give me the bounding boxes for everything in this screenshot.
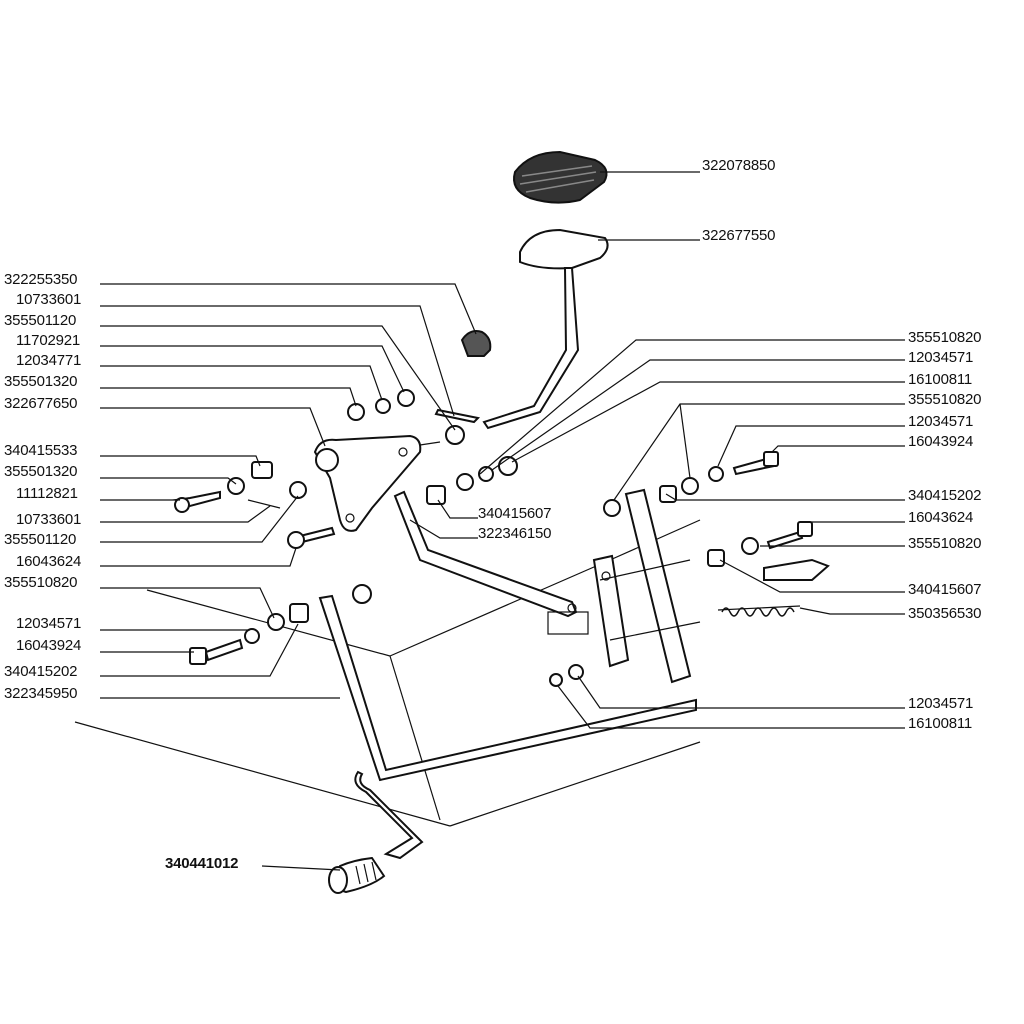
callout-322346150: 322346150 — [478, 525, 551, 542]
callout-322677550: 322677550 — [702, 227, 775, 244]
callout-355501320-b: 355501320 — [4, 463, 77, 480]
callout-355501120-a: 355501120 — [4, 312, 76, 329]
callout-11702921: 11702921 — [16, 332, 80, 349]
callout-12034571-a: 12034571 — [16, 615, 81, 632]
callout-10733601-a: 10733601 — [16, 291, 81, 308]
frame-handle-rod — [318, 594, 697, 860]
callout-12034771: 12034771 — [16, 352, 81, 369]
pedal-rubber-pad — [513, 150, 608, 204]
callout-16043924-a: 16043924 — [16, 637, 81, 654]
callout-340441012: 340441012 — [165, 855, 238, 872]
callout-12034571-d: 12034571 — [908, 695, 973, 712]
callout-labels: 322078850 322677550 322255350 10733601 3… — [4, 157, 981, 872]
lever-bracket — [313, 434, 441, 532]
callout-340415607-b: 340415607 — [908, 581, 981, 598]
callout-16043624-b: 16043624 — [908, 509, 973, 526]
callout-322078850: 322078850 — [702, 157, 775, 174]
pedal-arm — [482, 228, 609, 430]
callout-16043924-b: 16043924 — [908, 433, 973, 450]
callout-340415202-b: 340415202 — [908, 487, 981, 504]
callout-355510820-b: 355510820 — [908, 329, 981, 346]
callout-10733601-b: 10733601 — [16, 511, 81, 528]
callout-11112821: 11112821 — [16, 485, 78, 502]
right-fasteners — [549, 451, 830, 687]
callout-12034571-c: 12034571 — [908, 413, 973, 430]
callout-322255350: 322255350 — [4, 271, 77, 288]
callout-355501120-b: 355501120 — [4, 531, 76, 548]
callout-16043624-a: 16043624 — [16, 553, 81, 570]
callout-350356530: 350356530 — [908, 605, 981, 622]
leader-lines — [100, 171, 905, 871]
callout-322677650: 322677650 — [4, 395, 77, 412]
callout-355501320-a: 355501320 — [4, 373, 77, 390]
middle-bushings — [426, 456, 518, 505]
callout-322345950: 322345950 — [4, 685, 77, 702]
callout-340415202-a: 340415202 — [4, 663, 77, 680]
callout-355510820-a: 355510820 — [4, 574, 77, 591]
right-bracket — [547, 488, 701, 684]
upper-small-parts — [347, 389, 481, 445]
callout-355510820-d: 355510820 — [908, 535, 981, 552]
callout-16100811-b: 16100811 — [908, 715, 972, 732]
rubber-cap — [460, 330, 492, 357]
callout-355510820-c: 355510820 — [908, 391, 981, 408]
callout-16100811-a: 16100811 — [908, 371, 972, 388]
callout-12034571-b: 12034571 — [908, 349, 973, 366]
lower-left-fasteners — [189, 584, 372, 665]
left-fasteners — [172, 461, 336, 549]
handle-knob — [328, 856, 386, 894]
callout-340415607-a: 340415607 — [478, 505, 551, 522]
callout-340415533: 340415533 — [4, 442, 77, 459]
